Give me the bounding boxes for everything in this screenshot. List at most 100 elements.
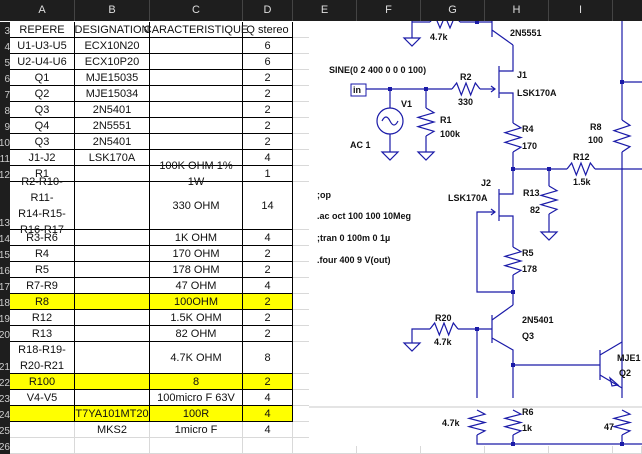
cell-a[interactable]: Q4 <box>10 118 75 134</box>
cell-a[interactable]: R13 <box>10 326 75 342</box>
cell-d[interactable]: 4 <box>243 150 293 166</box>
cell-c[interactable] <box>150 54 243 70</box>
cell-d[interactable]: 4 <box>243 406 293 422</box>
cell-d[interactable] <box>243 438 293 454</box>
cell-a[interactable]: Q2 <box>10 86 75 102</box>
row-number[interactable]: 6 <box>0 70 10 86</box>
cell-a[interactable]: J1-J2 <box>10 150 75 166</box>
row-number[interactable]: 14 <box>0 230 10 246</box>
cell-c[interactable] <box>150 150 243 166</box>
cell-b[interactable]: DESIGNATION <box>75 22 150 38</box>
cell-a[interactable]: R7-R9 <box>10 278 75 294</box>
cell-b[interactable]: 2N5551 <box>75 118 150 134</box>
column-header-b[interactable]: B <box>75 0 150 21</box>
cell-b[interactable] <box>75 278 150 294</box>
cell-a[interactable]: U1-U3-U5 <box>10 38 75 54</box>
cell-c[interactable] <box>150 86 243 102</box>
cell-a[interactable]: Q3 <box>10 102 75 118</box>
cell-b[interactable] <box>75 374 150 390</box>
cell-d[interactable]: 4 <box>243 422 293 438</box>
column-header-c[interactable]: C <box>150 0 243 21</box>
cell-b[interactable]: 2N5401 <box>75 102 150 118</box>
cell-b[interactable] <box>75 262 150 278</box>
row-number[interactable]: 3 <box>0 22 10 38</box>
cell-d[interactable]: 2 <box>243 134 293 150</box>
cell-b[interactable] <box>75 438 150 454</box>
cell-a[interactable] <box>10 406 75 422</box>
row-number[interactable]: 12 <box>0 166 10 182</box>
column-header-f[interactable]: F <box>357 0 421 21</box>
cell-b[interactable]: LSK170A <box>75 150 150 166</box>
cell-a[interactable] <box>10 422 75 438</box>
column-header-i[interactable]: I <box>549 0 613 21</box>
row-number[interactable]: 20 <box>0 326 10 342</box>
cell-b[interactable] <box>75 230 150 246</box>
cell-c[interactable]: 1micro F <box>150 422 243 438</box>
row-number[interactable]: 16 <box>0 262 10 278</box>
cell-a[interactable]: U2-U4-U6 <box>10 54 75 70</box>
cell-d[interactable]: 2 <box>243 294 293 310</box>
row-number[interactable]: 24 <box>0 406 10 422</box>
cell-c[interactable]: 330 OHM <box>150 182 243 230</box>
cell-c[interactable]: CARACTERISTIQUE <box>144 22 248 38</box>
row-number[interactable]: 8 <box>0 102 10 118</box>
cell-b[interactable] <box>75 166 150 182</box>
column-header-d[interactable]: D <box>243 0 293 21</box>
cell-a[interactable]: R8 <box>10 294 75 310</box>
row-number[interactable]: 7 <box>0 86 10 102</box>
column-header-g[interactable]: G <box>421 0 485 21</box>
cell-a[interactable]: R18-R19- R20-R21 <box>10 342 75 374</box>
cell-c[interactable]: 1.5K OHM <box>150 310 243 326</box>
cell-b[interactable] <box>75 294 150 310</box>
row-number[interactable]: 9 <box>0 118 10 134</box>
cell-d[interactable]: 14 <box>243 182 293 230</box>
cell-d[interactable]: 2 <box>243 246 293 262</box>
cell-b[interactable]: ECX10N20 <box>75 38 150 54</box>
cell-a[interactable]: Q3 <box>10 134 75 150</box>
cell-d[interactable]: Q stereo <box>243 22 293 38</box>
cell-a[interactable]: R12 <box>10 310 75 326</box>
cell-c[interactable]: 1K OHM <box>150 230 243 246</box>
cell-c[interactable] <box>150 38 243 54</box>
cell-a[interactable]: V4-V5 <box>10 390 75 406</box>
row-number[interactable]: 15 <box>0 246 10 262</box>
cell-a[interactable]: R3-R6 <box>10 230 75 246</box>
row-number[interactable]: 13 <box>0 182 10 230</box>
cell-a[interactable]: R4 <box>10 246 75 262</box>
row-number[interactable]: 23 <box>0 390 10 406</box>
cell-c[interactable] <box>150 438 243 454</box>
cell-b[interactable]: 2N5401 <box>75 134 150 150</box>
cell-b[interactable]: T7YA101MT20 <box>75 406 150 422</box>
cell-c[interactable] <box>150 134 243 150</box>
row-number[interactable]: 26 <box>0 438 10 454</box>
cell-c[interactable]: 8 <box>150 374 243 390</box>
cell-d[interactable]: 2 <box>243 118 293 134</box>
cell-b[interactable] <box>75 246 150 262</box>
schematic-image[interactable]: 4.7k 2N5551 SINE(0 2 400 0 0 0 100) in V… <box>309 14 642 446</box>
cell-b[interactable]: MKS2 <box>75 422 150 438</box>
row-number[interactable]: 18 <box>0 294 10 310</box>
cell-c[interactable] <box>150 102 243 118</box>
cell-d[interactable]: 2 <box>243 102 293 118</box>
cell-c[interactable]: 82 OHM <box>150 326 243 342</box>
cell-d[interactable]: 2 <box>243 374 293 390</box>
cell-d[interactable]: 4 <box>243 230 293 246</box>
cell-c[interactable]: 100K OHM 1% 1W <box>150 160 243 188</box>
cell-b[interactable]: MJE15034 <box>75 86 150 102</box>
cell-d[interactable]: 1 <box>243 166 293 182</box>
cell-c[interactable]: 100R <box>150 406 243 422</box>
row-number[interactable]: 11 <box>0 150 10 166</box>
row-number[interactable]: 17 <box>0 278 10 294</box>
cell-b[interactable]: ECX10P20 <box>75 54 150 70</box>
cell-a[interactable] <box>10 438 75 454</box>
cell-b[interactable] <box>75 326 150 342</box>
cell-d[interactable]: 8 <box>243 342 293 374</box>
cell-d[interactable]: 6 <box>243 54 293 70</box>
cell-d[interactable]: 4 <box>243 390 293 406</box>
row-number[interactable]: 5 <box>0 54 10 70</box>
column-header-e[interactable]: E <box>293 0 357 21</box>
cell-a[interactable]: R100 <box>10 374 75 390</box>
cell-c[interactable] <box>150 118 243 134</box>
row-number[interactable]: 22 <box>0 374 10 390</box>
cell-a[interactable]: R5 <box>10 262 75 278</box>
